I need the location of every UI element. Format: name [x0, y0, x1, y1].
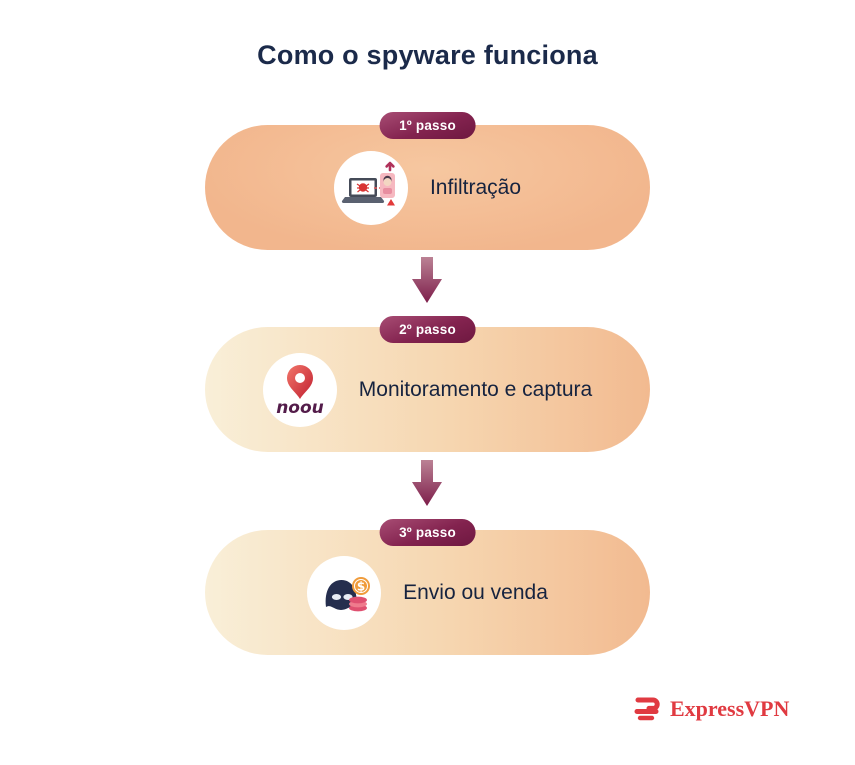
laptop-bug-icon	[333, 150, 408, 225]
step-2-card: noou Monitoramento e captura	[205, 327, 650, 452]
step-1-card: Infiltração	[205, 125, 650, 250]
step-2-label: Monitoramento e captura	[358, 377, 593, 401]
location-pin-illustration: noou	[276, 364, 324, 418]
laptop-bug-illustration	[341, 161, 395, 205]
brand-logo: ExpressVPN	[633, 696, 789, 722]
step-3-badge-label: 3º passo	[399, 525, 456, 540]
step-1-badge: 1º passo	[379, 112, 476, 139]
brand-name: ExpressVPN	[670, 696, 790, 721]
spy-coins-illustration: $	[325, 576, 371, 611]
step-3-label: Envio ou venda	[403, 580, 548, 604]
step-1-label: Infiltração	[429, 175, 522, 199]
down-arrow-icon	[412, 460, 442, 506]
step-1-badge-label: 1º passo	[399, 118, 456, 133]
expressvpn-logo-icon	[634, 697, 660, 721]
down-arrow-icon	[412, 257, 442, 303]
spy-coins-icon: $	[307, 555, 382, 630]
step-2-badge: 2º passo	[379, 316, 476, 343]
location-pin-icon: noou	[262, 352, 337, 427]
page-title: Como o spyware funciona	[257, 40, 598, 70]
pin-logo-text: noou	[276, 398, 324, 418]
step-2-badge-label: 2º passo	[399, 322, 456, 337]
step-3-badge: 3º passo	[379, 519, 476, 546]
dollar-symbol: $	[357, 579, 365, 593]
step-3-card: $ Envio ou venda	[205, 530, 650, 655]
